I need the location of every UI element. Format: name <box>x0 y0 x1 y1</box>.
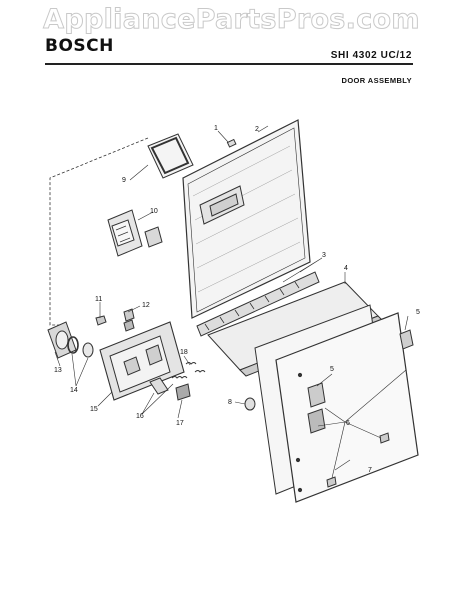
callout-9: 9 <box>122 177 126 184</box>
callout-2: 2 <box>255 126 259 133</box>
part-springs <box>149 362 206 395</box>
callout-11: 11 <box>95 296 102 303</box>
callout-1: 1 <box>214 125 218 132</box>
callout-15: 15 <box>90 406 98 413</box>
callout-14: 14 <box>70 387 78 394</box>
part-outer-door <box>275 312 419 503</box>
callout-10: 10 <box>150 208 158 215</box>
part-inner-door <box>182 119 311 319</box>
part-latch-housing <box>99 321 185 401</box>
callout-7: 7 <box>368 467 372 474</box>
callout-12: 12 <box>142 302 150 309</box>
section-title: DOOR ASSEMBLY <box>341 76 412 85</box>
dashed-leader <box>49 137 149 326</box>
part-screws <box>95 308 135 332</box>
part-gasket-frame <box>147 133 194 179</box>
brand-logo: BOSCH <box>45 36 114 56</box>
callout-6: 6 <box>346 420 350 427</box>
callout-17: 17 <box>176 420 184 427</box>
callout-5-lower: 5 <box>330 366 334 373</box>
header-rule <box>45 63 413 65</box>
part-hinge-strip <box>196 271 320 337</box>
callout-4: 4 <box>344 265 348 272</box>
part-feet <box>326 432 390 488</box>
callout-18: 18 <box>180 349 188 356</box>
watermark: AppliancePartsPros.com <box>43 4 420 36</box>
part-switch <box>175 383 191 401</box>
part-rings <box>67 336 94 358</box>
callout-8: 8 <box>228 399 232 406</box>
model-number: SHI 4302 UC/12 <box>330 50 412 61</box>
part-clip-right <box>399 329 414 350</box>
part-dispenser <box>107 209 163 257</box>
callout-5-upper: 5 <box>416 309 420 316</box>
callout-16: 16 <box>136 413 144 420</box>
callout-13: 13 <box>54 367 62 374</box>
callout-labels: 1 2 3 4 5 5 6 7 8 9 10 11 12 13 14 15 16… <box>54 125 420 474</box>
part-knob <box>244 397 256 411</box>
leader-lines <box>54 125 409 479</box>
callout-3: 3 <box>322 252 326 259</box>
